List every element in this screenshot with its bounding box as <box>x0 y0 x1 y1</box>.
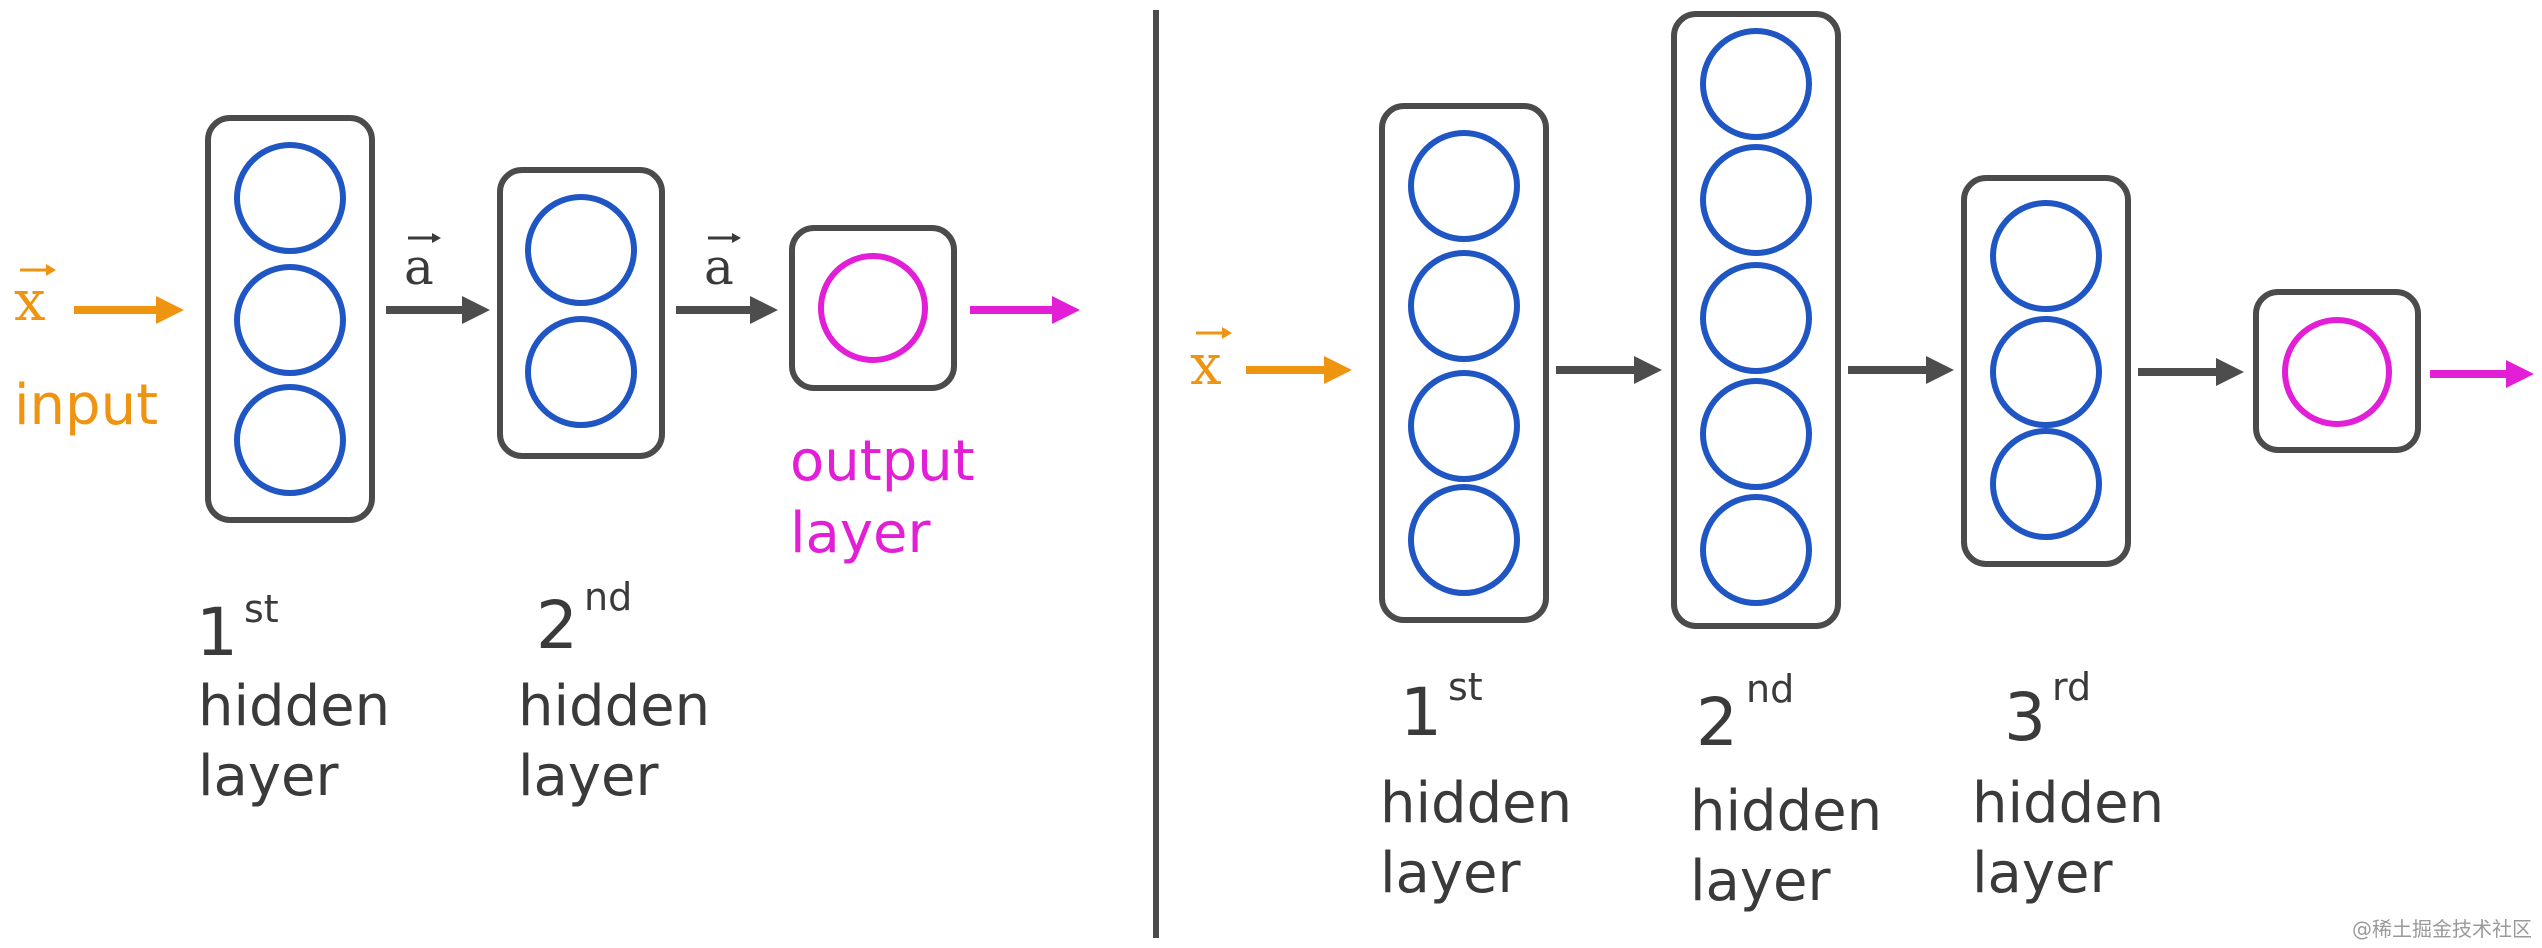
label-line1: hidden <box>1690 779 1882 844</box>
ordinal-number: 1 <box>1400 674 1442 751</box>
arrow-head <box>1052 296 1080 324</box>
arrow-head <box>156 296 184 324</box>
label-line2: layer <box>198 744 339 809</box>
layer-box <box>789 225 957 391</box>
label-line2: layer <box>518 744 659 809</box>
arrow-head <box>1324 356 1352 384</box>
left-input-arrow <box>74 296 184 324</box>
right-hidden-2-label: 2 nd hidden layer <box>1690 667 1882 914</box>
left-hidden-2-label: 2 nd hidden layer <box>518 575 710 809</box>
label-line1: hidden <box>518 674 710 739</box>
output-neuron <box>2282 317 2392 427</box>
label-line1: hidden <box>198 674 390 739</box>
label-line2: layer <box>1380 841 1521 906</box>
right-input-arrow <box>1246 356 1352 384</box>
layer-box <box>1379 103 1549 623</box>
neuron <box>234 142 346 254</box>
layer-box <box>205 115 375 523</box>
left-hidden-layer-1 <box>205 115 375 523</box>
right-output-arrow <box>2430 360 2534 388</box>
arrow-head <box>2216 358 2244 386</box>
neuron <box>1990 200 2102 312</box>
left-input-label: input <box>14 373 158 438</box>
left-output-arrow <box>970 296 1080 324</box>
neuron <box>1990 428 2102 540</box>
layer-box <box>1671 11 1841 629</box>
right-network: x <box>1190 11 2534 914</box>
right-input-vector: x <box>1190 327 1232 398</box>
label-line2: layer <box>1972 841 2113 906</box>
ordinal-number: 3 <box>2004 679 2046 756</box>
arrow-head <box>2506 360 2534 388</box>
ordinal-suffix: st <box>1448 665 1483 709</box>
vector-bar-tip <box>46 264 56 276</box>
layer-box <box>2253 289 2421 453</box>
right-hidden-layer-1 <box>1379 103 1549 623</box>
ordinal-number: 2 <box>536 587 578 664</box>
neuron <box>1408 370 1520 482</box>
left-output-layer <box>789 225 957 391</box>
left-hidden-1-label: 1 st hidden layer <box>196 587 390 809</box>
neuron <box>1408 130 1520 242</box>
neuron <box>1408 250 1520 362</box>
right-hidden-3-label: 3 rd hidden layer <box>1972 665 2164 906</box>
neuron <box>1700 262 1812 374</box>
neuron <box>525 316 637 428</box>
left-hidden-layer-2 <box>497 167 665 459</box>
arrow-head <box>462 296 490 324</box>
neuron <box>1700 494 1812 606</box>
ordinal-number: 2 <box>1696 684 1738 761</box>
vector-bar-tip <box>732 233 741 243</box>
arrow-head <box>750 296 778 324</box>
ordinal-suffix: nd <box>584 575 632 619</box>
left-input-symbol: x <box>14 269 46 334</box>
left-activation-2: a <box>704 238 734 296</box>
vector-bar-tip <box>432 233 441 243</box>
right-output-layer <box>2253 289 2421 453</box>
left-network: x input a <box>14 115 1080 809</box>
right-arrow-3 <box>2138 358 2244 386</box>
right-hidden-layer-3 <box>1961 175 2131 567</box>
right-arrow-1 <box>1556 356 1662 384</box>
label-line1: hidden <box>1972 771 2164 836</box>
layer-box <box>1961 175 2131 567</box>
neuron <box>1408 484 1520 596</box>
watermark: @稀土掘金技术社区 <box>2352 917 2532 941</box>
output-neuron <box>818 253 928 363</box>
ordinal-number: 1 <box>196 594 238 671</box>
neuron <box>1700 28 1812 140</box>
left-arrow-2: a <box>676 233 778 324</box>
neuron <box>1700 144 1812 256</box>
label-line2: layer <box>1690 849 1831 914</box>
arrow-head <box>1634 356 1662 384</box>
left-input-vector: x <box>14 264 56 334</box>
neuron <box>1700 378 1812 490</box>
left-arrow-1: a <box>386 233 490 324</box>
neuron <box>525 194 637 306</box>
left-output-label-line1: output <box>790 429 975 494</box>
vector-bar-tip <box>1222 327 1232 339</box>
ordinal-suffix: nd <box>1746 667 1794 711</box>
left-output-label-line2: layer <box>790 501 931 566</box>
right-arrow-2 <box>1848 356 1954 384</box>
label-line1: hidden <box>1380 771 1572 836</box>
neuron <box>234 264 346 376</box>
right-input-symbol: x <box>1190 333 1222 398</box>
layer-box <box>497 167 665 459</box>
arrow-head <box>1926 356 1954 384</box>
neuron <box>234 384 346 496</box>
ordinal-suffix: rd <box>2052 665 2091 709</box>
ordinal-suffix: st <box>244 587 279 631</box>
right-hidden-1-label: 1 st hidden layer <box>1380 665 1572 906</box>
right-hidden-layer-2 <box>1671 11 1841 629</box>
left-activation-1: a <box>404 238 434 296</box>
neuron <box>1990 316 2102 428</box>
